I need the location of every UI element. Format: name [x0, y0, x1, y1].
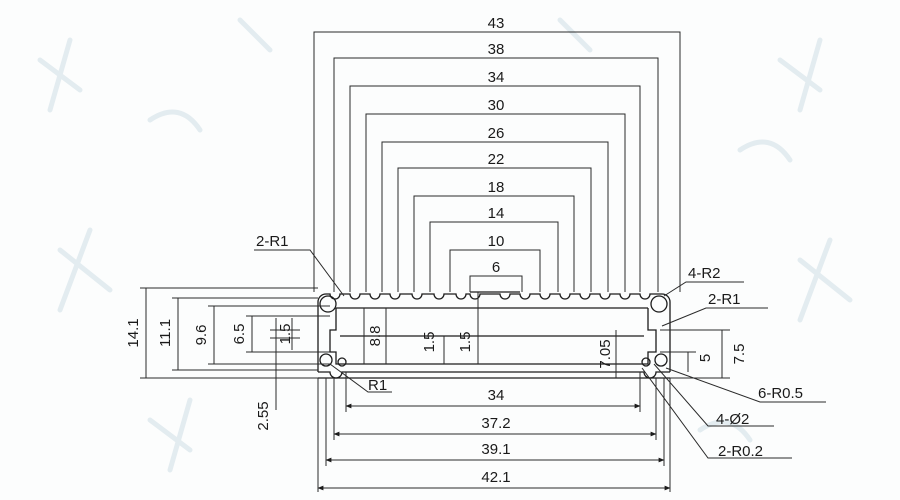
height-9-6: 9.6 [193, 325, 210, 346]
height-14-1: 14.1 [125, 318, 142, 347]
inner-1-5-b: 1.5 [457, 332, 474, 353]
watermark [37, 17, 853, 473]
callout-r1: R1 [368, 377, 387, 394]
callout-4-r2: 4-R2 [688, 265, 721, 282]
callout-6-r0-5: 6-R0.5 [758, 385, 803, 402]
callout-4-phi2: 4-Ø2 [716, 411, 749, 428]
height-8-8: 8.8 [367, 326, 384, 347]
height-1-5: 1.5 [277, 324, 294, 345]
width-22: 22 [488, 151, 505, 168]
callout-2-r0-2: 2-R0.2 [718, 443, 763, 460]
right-7-05: 7.05 [597, 339, 614, 368]
bottom-2-55: 2.55 [255, 401, 272, 430]
bottom-width-dims: 34 37.2 39.1 42.1 [317, 372, 671, 492]
left-height-dims: 14.1 11.1 9.6 6.5 1.5 8.8 1.5 1.5 2.55 [125, 287, 479, 431]
width-38: 38 [488, 41, 505, 58]
bottom-width-34: 34 [488, 387, 505, 404]
top-width-labels: 43 38 34 30 26 22 18 14 10 6 [488, 15, 505, 276]
width-6: 6 [492, 259, 500, 276]
inner-1-5-a: 1.5 [421, 332, 438, 353]
profile-outline [317, 291, 671, 379]
width-34: 34 [488, 69, 505, 86]
bottom-width-42-1: 42.1 [481, 469, 510, 486]
bottom-width-37-2: 37.2 [481, 415, 510, 432]
width-10: 10 [488, 233, 505, 250]
width-18: 18 [488, 179, 505, 196]
height-11-1: 11.1 [157, 319, 174, 347]
bottom-width-39-1: 39.1 [481, 441, 510, 458]
fin-dimension-frames [313, 31, 681, 292]
right-5: 5 [697, 354, 714, 362]
callouts: 2-R1 4-R2 2-R1 R1 6-R0.5 4-Ø2 2-R0.2 [254, 233, 826, 460]
callout-2-r1-right: 2-R1 [708, 291, 741, 308]
right-dims: 7.05 5 7.5 [597, 329, 748, 379]
width-14: 14 [488, 205, 505, 222]
callout-2-r1-top: 2-R1 [256, 233, 289, 250]
right-7-5: 7.5 [731, 344, 748, 365]
width-30: 30 [488, 97, 505, 114]
width-26: 26 [488, 125, 505, 142]
height-6-5: 6.5 [231, 324, 248, 345]
width-43: 43 [488, 15, 505, 32]
